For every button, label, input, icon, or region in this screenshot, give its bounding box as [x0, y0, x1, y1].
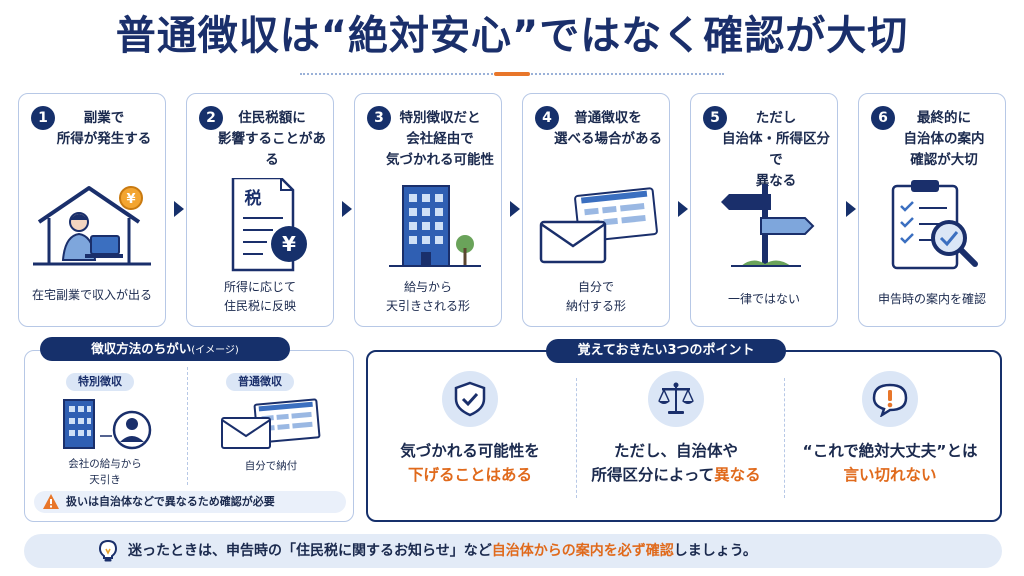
- tax-document-yen-icon: 税 ¥: [231, 178, 307, 272]
- arrow-right-icon: [342, 201, 352, 217]
- company-employee-icon: [63, 399, 152, 450]
- office-building-icon: [389, 185, 481, 267]
- step-caption: 申告時の案内を確認: [877, 292, 986, 306]
- step-number: 4: [535, 106, 559, 130]
- arrow-right-icon: [678, 201, 688, 217]
- step-card-6: 6 最終的に 自治体の案内 確認が大切 申告時の案内を確認: [858, 93, 1006, 327]
- step-number: 5: [703, 106, 727, 130]
- step-card-4: 4 普通徴収を 選べる場合がある 自分で 納付する形: [522, 93, 670, 327]
- point-2-highlight: 異なる: [714, 466, 761, 484]
- point-divider: [576, 378, 577, 498]
- footer-text-part: 迷ったときは、申告時の「住民税に関するお知らせ」など: [128, 543, 492, 559]
- step-number: 3: [367, 106, 391, 130]
- svg-text:¥: ¥: [282, 232, 296, 256]
- scales-icon: [658, 382, 694, 414]
- step-card-3: 3 特別徴収だと 会社経由で 気づかれる可能性 給与から 天引きされる形: [354, 93, 502, 327]
- home-work-laptop-icon: ¥: [33, 186, 151, 266]
- footer-text: 迷ったときは、申告時の「住民税に関するお知らせ」など自治体からの案内を必ず確認し…: [128, 534, 757, 568]
- step-number: 2: [199, 106, 223, 130]
- step-card-5: 5 ただし 自治体・所得区分で 異なる 一律ではない: [690, 93, 838, 327]
- footer-text-part: しましょう。: [673, 543, 757, 559]
- warning-text: 扱いは自治体などで異なるため確認が必要: [66, 495, 275, 508]
- step-caption: 自分で 納付する形: [565, 280, 626, 313]
- point-divider: [784, 378, 785, 498]
- envelope-payment-slip-icon: [539, 187, 658, 264]
- title-divider-accent: [494, 72, 530, 76]
- arrow-right-icon: [510, 201, 520, 217]
- step-card-1: 1 副業で 所得が発生する ¥ 在宅副業で収入が出る: [18, 93, 166, 327]
- step-caption: 給与から 天引きされる形: [385, 280, 470, 313]
- arrow-right-icon: [846, 201, 856, 217]
- clipboard-check-magnifier-icon: [891, 180, 978, 270]
- point-3-text: “これで絶対大丈夫”とは: [802, 442, 978, 460]
- lightbulb-icon: [98, 539, 118, 562]
- signpost-icon: [721, 184, 815, 267]
- exclamation-bubble-icon: [872, 383, 908, 417]
- step-title: 最終的に 自治体の案内 確認が大切: [903, 110, 985, 168]
- step-title: 普通徴収を 選べる場合がある: [554, 110, 662, 147]
- point-2-text-part: 所得区分によって: [591, 466, 715, 484]
- step-number: 1: [31, 106, 55, 130]
- method-divider: [187, 367, 188, 485]
- special-collection-caption: 会社の給与から 天引き: [68, 458, 142, 486]
- tax-character: 税: [245, 188, 262, 209]
- arrow-right-icon: [174, 201, 184, 217]
- step-caption: 所得に応じて 住民税に反映: [223, 280, 296, 313]
- key-points-heading: 覚えておきたい3つのポイント: [546, 339, 786, 363]
- collection-methods-heading: 徴収方法のちがい(イメージ): [40, 337, 290, 361]
- point-3-highlight: 言い切れない: [843, 466, 937, 484]
- step-number: 6: [871, 106, 895, 130]
- step-title: 副業で 所得が発生する: [56, 110, 152, 147]
- shield-check-icon: [454, 381, 486, 417]
- step-title: 特別徴収だと 会社経由で 気づかれる可能性: [386, 110, 494, 168]
- footer-tip-bar: 迷ったときは、申告時の「住民税に関するお知らせ」など自治体からの案内を必ず確認し…: [24, 534, 1002, 568]
- svg-text:¥: ¥: [126, 192, 135, 207]
- warning-bar: 扱いは自治体などで異なるため確認が必要: [34, 491, 346, 513]
- point-1-highlight: 下げることはある: [407, 466, 532, 484]
- step-card-2: 2 住民税額に 影響することがある 税 ¥ 所得に応じて 住民税に反映: [186, 93, 334, 327]
- step-caption: 在宅副業で収入が出る: [31, 288, 152, 302]
- page-title: 普通徴収は“絶対安心”ではなく確認が大切: [115, 13, 909, 59]
- point-2-text-line2: 所得区分によって異なる: [576, 464, 776, 486]
- step-caption: 一律ではない: [727, 292, 800, 306]
- step-flow: 1 副業で 所得が発生する ¥ 在宅副業で収入が出る 2 住民税額に 影響するこ…: [18, 93, 1006, 327]
- point-2-text: ただし、自治体や: [613, 442, 738, 460]
- footer-highlight: 自治体からの案内を必ず確認: [491, 543, 674, 559]
- ordinary-collection-caption: 自分で納付: [244, 460, 298, 472]
- envelope-payment-slip-icon: [221, 398, 321, 449]
- ordinary-collection-label: 普通徴収: [226, 373, 294, 391]
- special-collection-label: 特別徴収: [66, 373, 134, 391]
- heading-subtext: (イメージ): [191, 345, 239, 356]
- step-title: 住民税額に 影響することがある: [218, 110, 326, 168]
- point-1-text: 気づかれる可能性を: [400, 442, 540, 460]
- heading-text: 徴収方法のちがい: [91, 341, 192, 356]
- warning-icon: [43, 494, 59, 509]
